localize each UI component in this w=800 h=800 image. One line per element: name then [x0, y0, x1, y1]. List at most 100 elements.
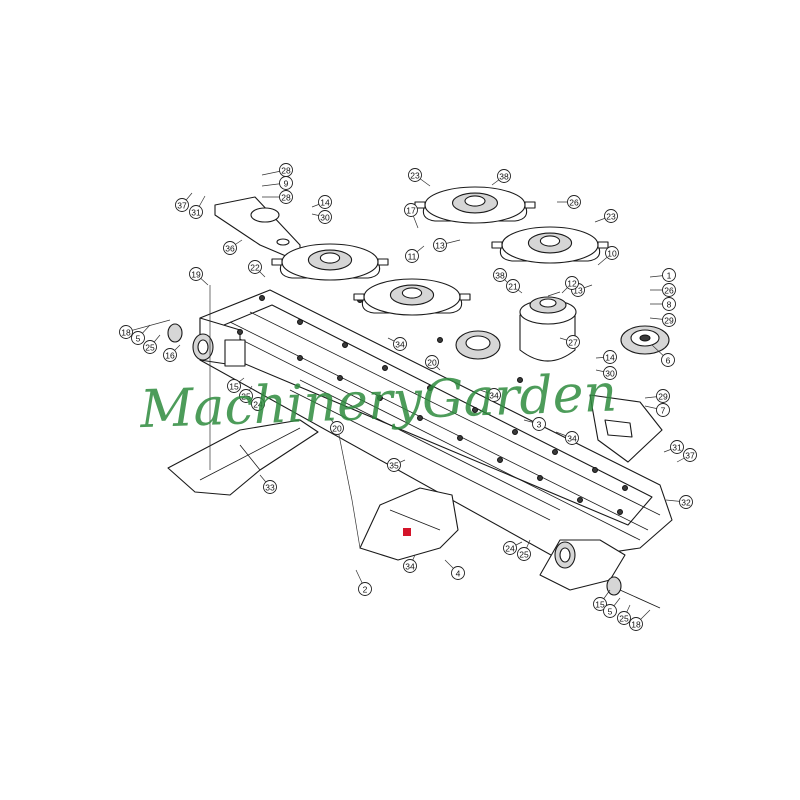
- callout-circle: [175, 198, 189, 212]
- callout-number: 29: [664, 316, 674, 326]
- callout-24: 24: [251, 397, 265, 411]
- callout-number: 25: [519, 550, 529, 560]
- callout-circle: [603, 350, 617, 364]
- callout-circle: [683, 448, 697, 462]
- bolt: [259, 295, 265, 301]
- callout-number: 18: [631, 620, 641, 630]
- callout-number: 11: [408, 252, 417, 262]
- callout-18: 18: [629, 617, 643, 631]
- leader-line: [125, 319, 171, 333]
- callout-15: 15: [593, 597, 607, 611]
- callout-number: 25: [619, 614, 629, 624]
- callout-37: 37: [175, 198, 189, 212]
- callout-26: 26: [662, 283, 676, 297]
- bolt: [337, 375, 343, 381]
- callout-circle: [239, 389, 253, 403]
- callout-2: 2: [358, 582, 372, 596]
- callout-29: 29: [656, 389, 670, 403]
- callout-circle: [330, 421, 344, 435]
- bearing-left: [167, 323, 214, 361]
- callout-circle: [189, 267, 203, 281]
- callout-circle: [604, 209, 618, 223]
- callout-10: 10: [605, 246, 619, 260]
- callout-5: 5: [603, 604, 617, 618]
- callout-number: 17: [406, 206, 416, 216]
- bolt: [377, 395, 383, 401]
- callout-8: 8: [662, 297, 676, 311]
- callout-circle: [248, 260, 262, 274]
- callout-circle: [433, 238, 447, 252]
- callout-23: 23: [604, 209, 618, 223]
- callout-number: 33: [265, 483, 275, 493]
- callout-14: 14: [603, 350, 617, 364]
- bolt: [297, 319, 303, 325]
- cutter-disc: [271, 243, 389, 281]
- callout-circle: [227, 379, 241, 393]
- callout-circle: [425, 355, 439, 369]
- callout-circle: [670, 440, 684, 454]
- bolt: [622, 485, 628, 491]
- bolt: [592, 467, 598, 473]
- callout-11: 11: [405, 249, 419, 263]
- callout-number: 34: [567, 434, 577, 444]
- callout-number: 9: [284, 179, 289, 189]
- bolt: [297, 355, 303, 361]
- callout-number: 38: [499, 172, 509, 182]
- callout-circle: [617, 611, 631, 625]
- bolt: [457, 435, 463, 441]
- callout-number: 5: [136, 334, 141, 344]
- callout-number: 10: [607, 249, 617, 259]
- gear-6: [620, 325, 670, 355]
- callout-number: 37: [177, 201, 187, 211]
- callout-number: 28: [281, 166, 291, 176]
- callout-circle: [662, 313, 676, 327]
- callout-number: 18: [121, 328, 131, 338]
- skid-34-lower: [359, 487, 459, 561]
- callout-number: 23: [606, 212, 616, 222]
- leader-line: [547, 291, 561, 297]
- bolt: [437, 337, 443, 343]
- callout-number: 29: [658, 392, 668, 402]
- callout-circle: [532, 417, 546, 431]
- callout-circle: [603, 604, 617, 618]
- callout-circle: [131, 331, 145, 345]
- callout-circle: [408, 168, 422, 182]
- callout-3: 3: [532, 417, 546, 431]
- callout-23: 23: [408, 168, 422, 182]
- callout-number: 34: [489, 391, 499, 401]
- callout-circle: [189, 205, 203, 219]
- callout-25: 25: [143, 340, 157, 354]
- callout-25: 25: [517, 547, 531, 561]
- callout-9: 9: [279, 176, 293, 190]
- callout-27: 27: [566, 335, 580, 349]
- callout-31: 31: [189, 205, 203, 219]
- callout-circle: [661, 353, 675, 367]
- callout-circle: [223, 241, 237, 255]
- bolt: [342, 342, 348, 348]
- callout-7: 7: [656, 403, 670, 417]
- callout-number: 20: [332, 424, 342, 434]
- callout-number: 13: [435, 241, 445, 251]
- callout-number: 36: [225, 244, 235, 254]
- bolt: [517, 377, 523, 383]
- callout-6: 6: [661, 353, 675, 367]
- cutter-disc: [353, 278, 471, 316]
- callout-circle: [565, 276, 579, 290]
- callout-5: 5: [131, 331, 145, 345]
- callout-number: 4: [456, 569, 461, 579]
- callout-number: 37: [685, 451, 695, 461]
- callout-12: 12: [565, 276, 579, 290]
- callout-number: 27: [568, 338, 578, 348]
- callout-number: 2: [363, 585, 368, 595]
- bearing-right: [554, 541, 661, 609]
- callout-circle: [487, 388, 501, 402]
- callout-20: 20: [425, 355, 439, 369]
- bolt: [577, 497, 583, 503]
- callout-34: 34: [487, 388, 501, 402]
- cutter-discs: [271, 186, 609, 316]
- callout-circle: [251, 397, 265, 411]
- callout-circle: [679, 495, 693, 509]
- bolt: [382, 365, 388, 371]
- callout-number: 15: [229, 382, 239, 392]
